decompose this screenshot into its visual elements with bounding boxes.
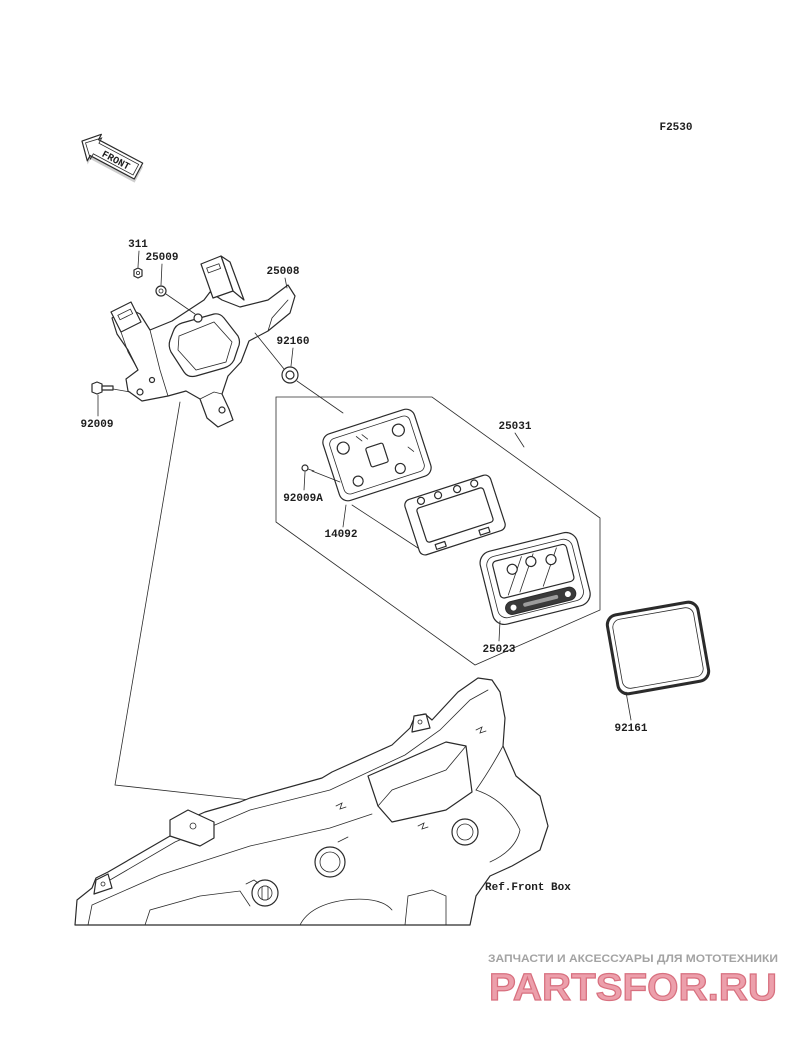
meter-inner-frame (404, 474, 506, 556)
washer-25009 (155, 285, 167, 297)
diagram-code: F2530 (659, 122, 692, 134)
meter-lens-92161 (605, 600, 711, 696)
reference-front-box-label: Ref.Front Box (485, 882, 571, 894)
meter-assembly-outline (275, 396, 601, 666)
callout-92009: 92009 (80, 419, 113, 431)
callout-92160: 92160 (276, 336, 309, 348)
screw-92009A (301, 464, 315, 472)
bracket-25008 (110, 255, 296, 428)
bolt-92009 (91, 381, 114, 395)
watermark-brand-logo: PARTSFOR.RU (489, 967, 777, 1009)
callout-25031: 25031 (498, 421, 531, 433)
nut-311 (133, 267, 143, 279)
front-arrow-icon: FRONT (81, 133, 144, 183)
callout-25008: 25008 (266, 266, 299, 278)
callout-92009A: 92009A (283, 493, 323, 505)
meter-rear-case-14092 (322, 408, 432, 502)
grommet-92160 (281, 366, 299, 384)
callout-25009: 25009 (145, 252, 178, 264)
callout-14092: 14092 (324, 529, 357, 541)
callout-92161: 92161 (614, 723, 647, 735)
watermark-tagline: ЗАПЧАСТИ И АКСЕССУАРЫ ДЛЯ МОТОТЕХНИКИ (488, 953, 778, 965)
callout-25023: 25023 (482, 644, 515, 656)
front-box-reference (74, 677, 549, 926)
meter-unit-25023 (479, 531, 591, 626)
callout-311: 311 (128, 239, 148, 251)
